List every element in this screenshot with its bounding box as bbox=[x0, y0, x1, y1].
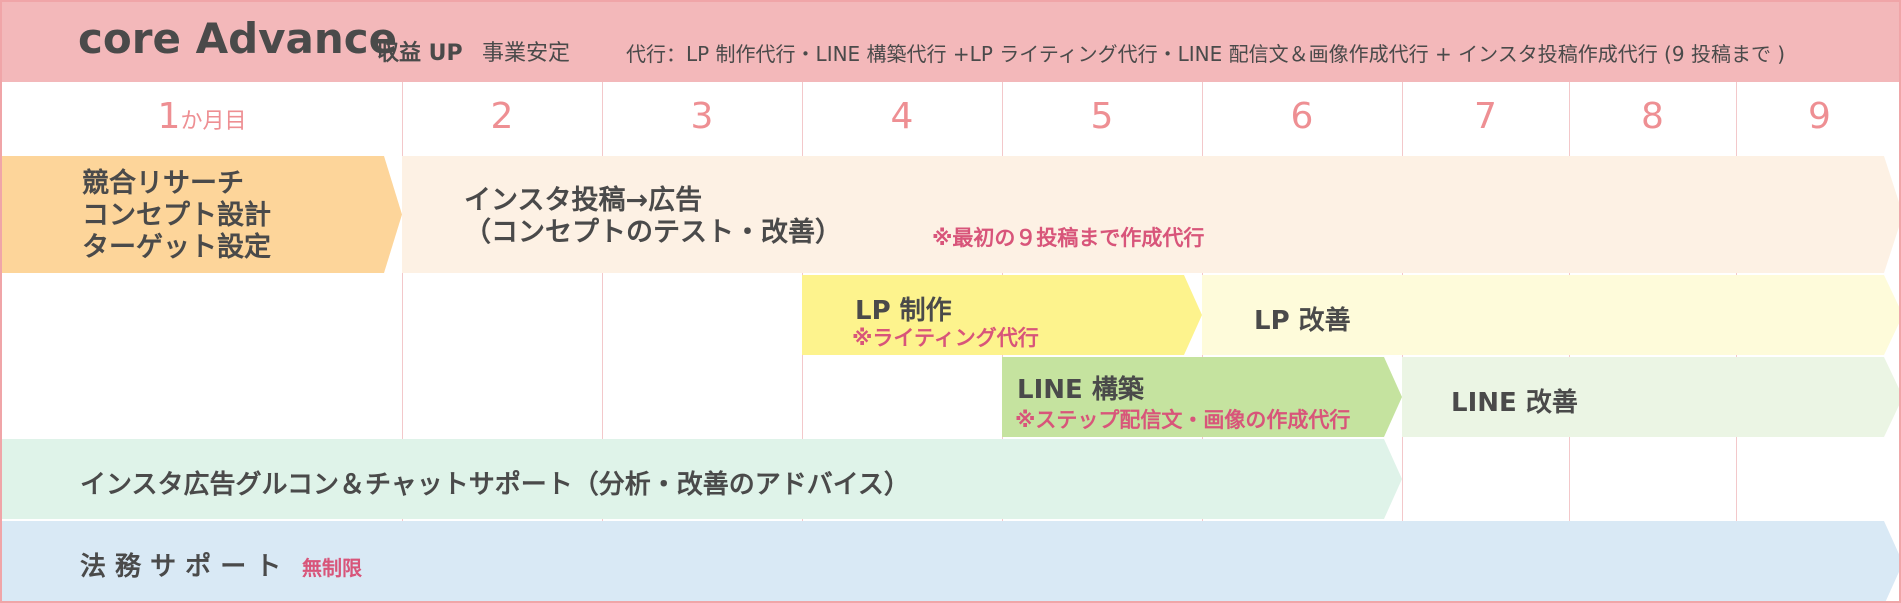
task-line-improve-label: LINE 改善 bbox=[1451, 388, 1578, 418]
brand-title: core Advance bbox=[78, 14, 398, 63]
month-label-9: 9 bbox=[1808, 96, 1831, 137]
month-label-1: 1か月目 bbox=[157, 96, 247, 137]
month-label-2: 2 bbox=[490, 96, 514, 137]
task-insta-post-note: ※最初の９投稿まで作成代行 bbox=[932, 226, 1205, 250]
grid-line bbox=[402, 82, 403, 601]
band-lp-improve bbox=[1202, 275, 1899, 355]
band-line-improve bbox=[1402, 357, 1899, 437]
task-insta-support-label: インスタ広告グルコン＆チャットサポート（分析・改善のアドバイス） bbox=[80, 470, 910, 500]
task-lp-make-note: ※ライティング代行 bbox=[852, 326, 1039, 350]
header-tag-revenue: 収益 UP bbox=[377, 41, 463, 66]
band-insta-post bbox=[402, 156, 1899, 273]
month-label-6: 6 bbox=[1290, 96, 1314, 137]
header-bar: core Advance 収益 UP 事業安定 代行：LP 制作代行・LINE … bbox=[2, 2, 1899, 82]
month-label-4: 4 bbox=[890, 96, 914, 137]
month-label-7: 7 bbox=[1474, 96, 1497, 137]
task-legal-note: 無制限 bbox=[302, 556, 362, 580]
month-label-5: 5 bbox=[1090, 96, 1114, 137]
band-research bbox=[2, 156, 402, 273]
task-line-build-label: LINE 構築 bbox=[1017, 375, 1144, 405]
header-agency-text: 代行：LP 制作代行・LINE 構築代行 +LP ライティング代行・LINE 配… bbox=[626, 42, 1786, 66]
task-line-build-note: ※ステップ配信文・画像の作成代行 bbox=[1015, 408, 1351, 432]
band-line-build bbox=[1002, 357, 1402, 437]
month-label-8: 8 bbox=[1641, 96, 1664, 137]
band-legal bbox=[2, 521, 1899, 601]
grid-line bbox=[602, 82, 603, 601]
band-lp-make bbox=[802, 275, 1202, 355]
band-insta-support bbox=[2, 439, 1402, 519]
task-lp-improve-label: LP 改善 bbox=[1254, 306, 1351, 336]
task-insta-post-text: インスタ投稿→広告 （コンセプトのテスト・改善） bbox=[464, 185, 842, 248]
header-tag-stability: 事業安定 bbox=[482, 41, 571, 66]
task-research-text: 競合リサーチ コンセプト設計 ターゲット設定 bbox=[82, 168, 271, 263]
month-label-3: 3 bbox=[690, 96, 714, 137]
task-legal-label: 法 務 サ ポ ー ト bbox=[80, 552, 282, 582]
task-lp-make-label: LP 制作 bbox=[855, 296, 952, 326]
